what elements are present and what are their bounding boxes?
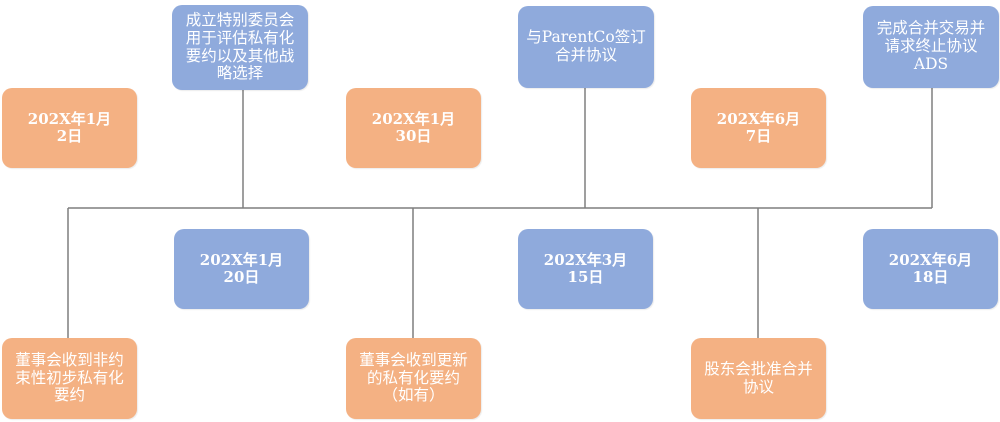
event-text-e5: 股东会批准合并协议 xyxy=(704,359,813,396)
date-box-d3: 202X年1月 30日 xyxy=(346,88,481,168)
date-text-d3: 202X年1月 30日 xyxy=(371,109,456,145)
date-box-d5: 202X年6月 7日 xyxy=(691,88,826,168)
date-text-d6: 202X年6月 18日 xyxy=(888,250,973,286)
date-box-d2: 202X年1月 20日 xyxy=(174,229,309,309)
date-text-d2: 202X年1月 20日 xyxy=(199,250,284,286)
event-box-e5: 股东会批准合并协议 xyxy=(691,338,826,419)
date-box-d6: 202X年6月 18日 xyxy=(863,229,998,309)
date-box-d4: 202X年3月 15日 xyxy=(518,229,653,309)
event-box-e1: 董事会收到非约束性初步私有化要约 xyxy=(2,338,137,419)
date-text-d5: 202X年6月 7日 xyxy=(716,109,801,145)
event-box-e6: 完成合并交易并请求终止协议ADS xyxy=(863,6,999,88)
date-box-d1: 202X年1月 2日 xyxy=(2,88,137,168)
event-text-e6: 完成合并交易并请求终止协议ADS xyxy=(876,19,986,73)
event-text-e2: 成立特别委员会用于评估私有化要约以及其他战略选择 xyxy=(185,10,295,83)
date-text-d4: 202X年3月 15日 xyxy=(543,250,628,286)
event-box-e4: 与ParentCo签订合并协议 xyxy=(518,6,654,88)
event-text-e3: 董事会收到更新的私有化要约（如有） xyxy=(359,350,468,405)
date-text-d1: 202X年1月 2日 xyxy=(27,109,112,145)
event-text-e1: 董事会收到非约束性初步私有化要约 xyxy=(15,350,124,405)
event-box-e3: 董事会收到更新的私有化要约（如有） xyxy=(346,338,481,419)
event-text-e4: 与ParentCo签订合并协议 xyxy=(526,28,646,64)
event-box-e2: 成立特别委员会用于评估私有化要约以及其他战略选择 xyxy=(172,5,308,90)
